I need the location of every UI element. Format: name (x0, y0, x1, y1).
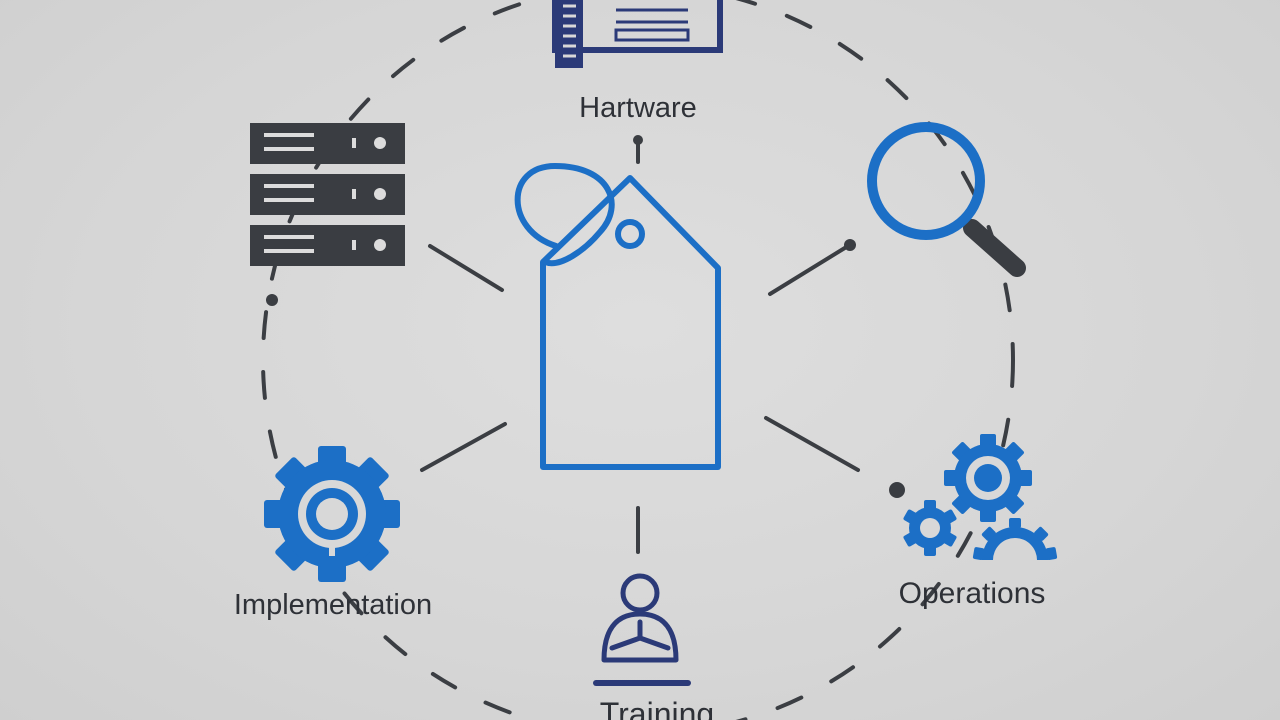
dashed-orbit-circle (261, 0, 1015, 720)
connector-top-right-dot (844, 239, 856, 251)
label-implementation: Implementation (234, 589, 432, 621)
gears-cluster-icon (889, 434, 1058, 561)
connector-top-left (428, 244, 504, 292)
server-rack-icon (250, 123, 405, 266)
connector-bottom-right (764, 416, 860, 472)
label-training: Training (600, 696, 714, 720)
connector-top-dot (633, 135, 643, 145)
connector-top-right (768, 244, 850, 296)
monitor-window-icon (552, 0, 723, 68)
tag-icon (514, 163, 721, 470)
connector-lines (266, 135, 860, 554)
gear-icon (264, 446, 400, 582)
person-at-desk-icon (593, 573, 691, 686)
label-operations: Operations (899, 577, 1046, 610)
magnifier-icon (867, 122, 1026, 277)
connector-bottom-left (420, 422, 507, 472)
connector-left-dot (266, 294, 278, 306)
label-hardware: Hartware (579, 92, 697, 124)
